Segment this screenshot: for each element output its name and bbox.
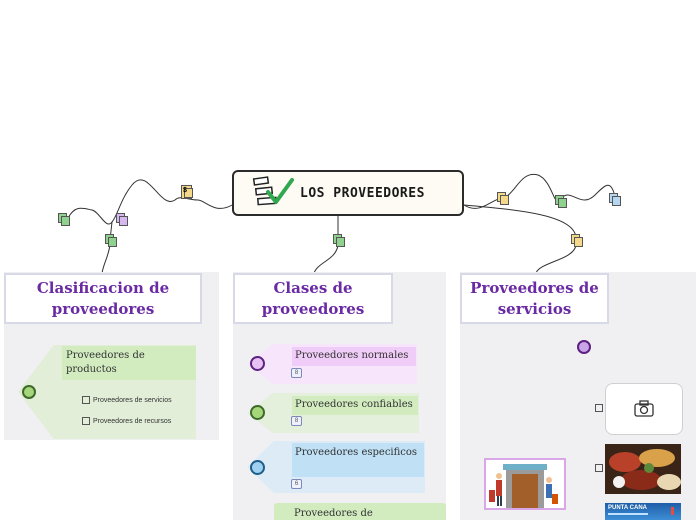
subtopic-label: Proveedores de bbox=[294, 508, 373, 519]
checkbox-icon[interactable] bbox=[82, 396, 90, 404]
checkbox-icon[interactable] bbox=[82, 417, 90, 425]
central-topic[interactable] bbox=[232, 170, 464, 216]
subtopic-label: Proveedores confiables bbox=[295, 399, 413, 410]
checkbox-icon[interactable] bbox=[595, 404, 603, 412]
image-punta-cana[interactable]: PUNTA CANA bbox=[605, 503, 681, 520]
subtopic-label: Proveedores normales bbox=[295, 350, 409, 361]
branch-node[interactable] bbox=[250, 405, 265, 420]
central-title: LOS PROVEEDORES bbox=[300, 186, 425, 201]
green-note-icon bbox=[58, 213, 70, 226]
subtopic-confiables[interactable]: Proveedores confiables bbox=[292, 396, 418, 415]
subtopic-de[interactable]: Proveedores de bbox=[294, 507, 373, 521]
topic-title: Clases de proveedores bbox=[261, 278, 365, 318]
checkbox-icon[interactable] bbox=[595, 464, 603, 472]
orange-note-icon bbox=[571, 234, 583, 247]
subtopic-label: Proveedores de productos bbox=[66, 350, 145, 375]
branch-node[interactable] bbox=[22, 385, 36, 399]
note-label: $ bbox=[183, 187, 187, 194]
banner-mark bbox=[671, 507, 674, 515]
branch-node[interactable] bbox=[577, 340, 591, 354]
green-note-icon bbox=[333, 234, 345, 247]
door-icon bbox=[489, 464, 558, 508]
green-note-icon bbox=[105, 234, 117, 247]
banner-text: PUNTA CANA bbox=[608, 505, 647, 511]
purple-note-icon bbox=[116, 213, 128, 226]
branch-node[interactable] bbox=[250, 356, 265, 371]
subtopic-productos[interactable]: Proveedores de productos bbox=[62, 346, 196, 380]
camera-icon bbox=[634, 400, 654, 417]
subtopic-bg bbox=[274, 503, 446, 520]
topic-title: Clasificacion de proveedores bbox=[36, 278, 170, 318]
subtopic-especificos[interactable]: Proveedores especificos bbox=[292, 443, 424, 477]
blue-note-icon bbox=[609, 193, 621, 206]
leaf-servicios[interactable]: Proveedores de servicios bbox=[82, 396, 172, 404]
count-badge: 8 bbox=[291, 416, 302, 426]
count-badge: 8 bbox=[291, 368, 302, 378]
topic-clasificacion[interactable]: Clasificacion de proveedores bbox=[4, 273, 202, 324]
food-image bbox=[609, 449, 681, 490]
note-icon bbox=[181, 185, 193, 199]
leaf-label: Proveedores de servicios bbox=[93, 396, 172, 404]
leaf-recursos[interactable]: Proveedores de recursos bbox=[82, 417, 171, 425]
topic-title: Proveedores de servicios bbox=[470, 278, 599, 318]
travel-illustration[interactable] bbox=[484, 458, 566, 510]
orange-note-icon bbox=[497, 192, 509, 205]
subtopic-normales[interactable]: Proveedores normales bbox=[292, 347, 416, 366]
leaf-label: Proveedores de recursos bbox=[93, 417, 172, 425]
count-badge: 6 bbox=[291, 479, 302, 489]
topic-servicios[interactable]: Proveedores de servicios bbox=[460, 273, 609, 324]
branch-node[interactable] bbox=[250, 460, 265, 475]
image-camera-placeholder[interactable] bbox=[605, 383, 683, 435]
topic-clases[interactable]: Clases de proveedores bbox=[233, 273, 393, 324]
subtopic-label: Proveedores especificos bbox=[295, 447, 418, 458]
green-note-icon bbox=[555, 195, 567, 208]
image-food-photo[interactable] bbox=[605, 444, 681, 494]
banner-line bbox=[608, 513, 648, 515]
checklist-icon bbox=[252, 176, 294, 206]
